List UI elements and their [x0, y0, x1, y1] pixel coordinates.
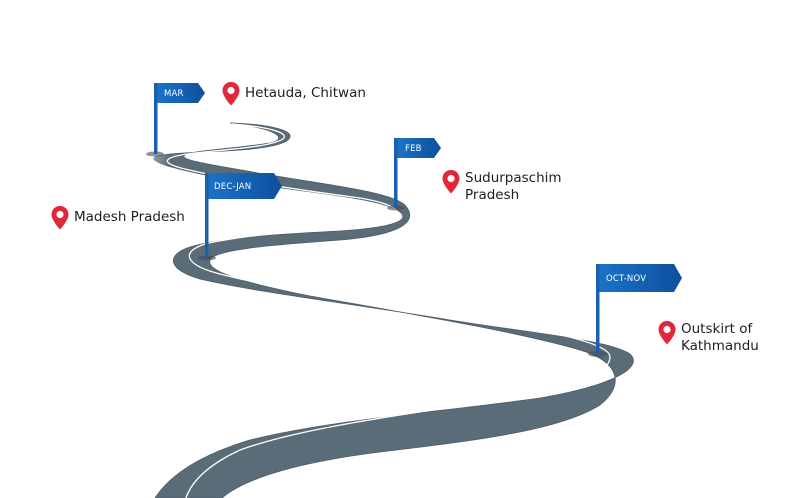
location-label: Hetauda, Chitwan	[245, 85, 366, 101]
flag-banner	[157, 83, 205, 103]
flag-label: MAR	[164, 89, 184, 99]
flag-pole	[205, 173, 209, 258]
flag-banner	[208, 173, 282, 199]
flag-banner	[599, 264, 682, 292]
location-label: Madesh Pradesh	[74, 209, 185, 225]
flag-label: OCT-NOV	[606, 274, 646, 284]
location-sudurpaschim: Sudurpaschim Pradesh	[442, 170, 562, 204]
flag-mar: MAR	[154, 83, 205, 154]
flag-oct-nov: OCT-NOV	[596, 264, 682, 354]
location-kathmandu: Outskirt of Kathmandu	[658, 321, 759, 355]
map-pin-icon	[442, 170, 460, 194]
location-madesh: Madesh Pradesh	[51, 206, 185, 230]
location-label: Outskirt of Kathmandu	[681, 321, 759, 354]
flag-pole	[596, 264, 600, 354]
flag-label: DEC-JAN	[214, 182, 251, 192]
flag-banner	[397, 138, 441, 158]
location-label: Sudurpaschim Pradesh	[465, 170, 562, 203]
flag-dec-jan: DEC-JAN	[205, 173, 282, 258]
map-pin-icon	[658, 321, 676, 345]
map-pin-icon	[51, 206, 69, 230]
map-pin-icon	[222, 82, 240, 106]
flag-pole	[154, 83, 158, 154]
road-start-fade	[120, 140, 170, 165]
road	[153, 122, 634, 498]
flag-label: FEB	[405, 144, 422, 154]
location-hetauda: Hetauda, Chitwan	[222, 82, 366, 106]
flag-feb: FEB	[394, 138, 441, 208]
flag-pole	[394, 138, 398, 208]
